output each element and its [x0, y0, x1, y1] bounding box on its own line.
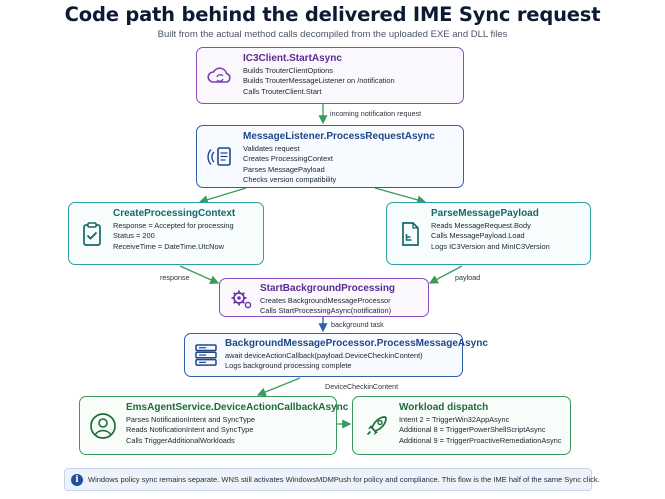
node-line: Calls TrouterClient.Start: [243, 86, 322, 96]
node-title: MessageListener.ProcessRequestAsync: [243, 131, 435, 142]
server-stack-icon: [193, 342, 219, 368]
node-line: await deviceActionCallback(payload.Devic…: [225, 351, 423, 360]
node-ems-agent-device-action-callback: EmsAgentService.DeviceActionCallbackAsyn…: [79, 396, 349, 455]
node-line: Checks version compatibility: [243, 175, 337, 185]
node-background-message-processor: BackgroundMessageProcessor.ProcessMessag…: [184, 333, 488, 377]
node-line: Reads MessageRequest.Body: [431, 221, 531, 230]
page-title: Code path behind the delivered IME Sync …: [64, 3, 601, 26]
node-title: EmsAgentService.DeviceActionCallbackAsyn…: [126, 402, 349, 413]
clipboard-check-icon: [77, 219, 107, 249]
edge-listener-to-parse: [374, 187, 427, 205]
page-subtitle: Built from the actual method calls decom…: [157, 29, 508, 40]
document-icon: [395, 219, 425, 249]
rocket-icon: [361, 411, 391, 441]
node-line: Parses NotificationIntent and SyncType: [126, 415, 255, 424]
node-line: Validates request: [243, 144, 300, 153]
node-line: Calls StartProcessingAsync(notification): [260, 306, 392, 316]
node-line: Creates BackgroundMessageProcessor: [260, 296, 391, 305]
node-title: ParseMessagePayload: [431, 208, 539, 219]
edge-label-device-checkin: DeviceCheckinContent: [325, 382, 399, 391]
node-line: Logs IC3Version and MinIC3Version: [431, 241, 550, 251]
node-line: Response = Accepted for processing: [113, 221, 234, 230]
node-start-background-processing: StartBackgroundProcessing Creates Backgr…: [219, 278, 429, 317]
edge-parse-to-startbg: [428, 265, 463, 284]
node-line: Calls TriggerAdditionalWorkloads: [126, 435, 235, 445]
node-workload-dispatch: Workload dispatch Intent 2 = TriggerWin3…: [352, 396, 571, 455]
edge-label-payload: payload: [455, 273, 481, 282]
node-messagelistener-processrequest: MessageListener.ProcessRequestAsync Vali…: [196, 125, 464, 188]
wireless-document-icon: [205, 142, 235, 172]
node-line: Creates ProcessingContext: [243, 154, 333, 164]
node-line: Calls MessagePayload.Load: [431, 231, 525, 241]
node-title: Workload dispatch: [399, 402, 489, 413]
node-line: Reads NotificationIntent and SyncType: [126, 425, 254, 435]
node-line: Builds TrouterClientOptions: [243, 66, 333, 75]
footer-note-text: Windows policy sync remains separate. WN…: [88, 475, 600, 484]
node-line: Intent 2 = TriggerWin32AppAsync: [399, 415, 510, 424]
node-line: Logs background processing complete: [225, 361, 352, 371]
edge-label-response: response: [160, 273, 190, 282]
node-title: StartBackgroundProcessing: [260, 283, 396, 294]
node-ic3client-startasync: IC3Client.StartAsync Builds TrouterClien…: [196, 47, 464, 104]
node-line: ReceiveTime = DateTime.UtcNow: [113, 241, 224, 251]
node-parse-message-payload: ParseMessagePayload Reads MessageRequest…: [386, 202, 591, 265]
edge-label-background-task: background task: [331, 320, 384, 329]
info-icon: i: [71, 474, 83, 486]
node-title: IC3Client.StartAsync: [243, 53, 342, 64]
edge-label-incoming: incoming notification request: [330, 109, 422, 118]
edge-create-to-startbg: [179, 265, 220, 284]
node-create-processing-context: CreateProcessingContext Response = Accep…: [68, 202, 264, 265]
node-line: Builds TrouterMessageListener on /notifi…: [243, 76, 395, 86]
gears-icon: [228, 285, 254, 311]
edge-bgproc-to-ems: [256, 377, 301, 397]
cloud-sync-icon: [205, 61, 235, 91]
node-title: CreateProcessingContext: [113, 208, 236, 219]
node-line: Status = 200: [113, 231, 155, 241]
node-line: Additional 8 = TriggerPowerShellScriptAs…: [399, 425, 546, 435]
footer-note: i Windows policy sync remains separate. …: [64, 468, 600, 491]
user-circle-icon: [88, 411, 118, 441]
node-title: BackgroundMessageProcessor.ProcessMessag…: [225, 338, 488, 349]
edge-listener-to-create: [198, 187, 247, 205]
node-line: Additional 9 = TriggerProactiveRemediati…: [399, 435, 562, 445]
node-line: Parses MessagePayload: [243, 164, 325, 174]
